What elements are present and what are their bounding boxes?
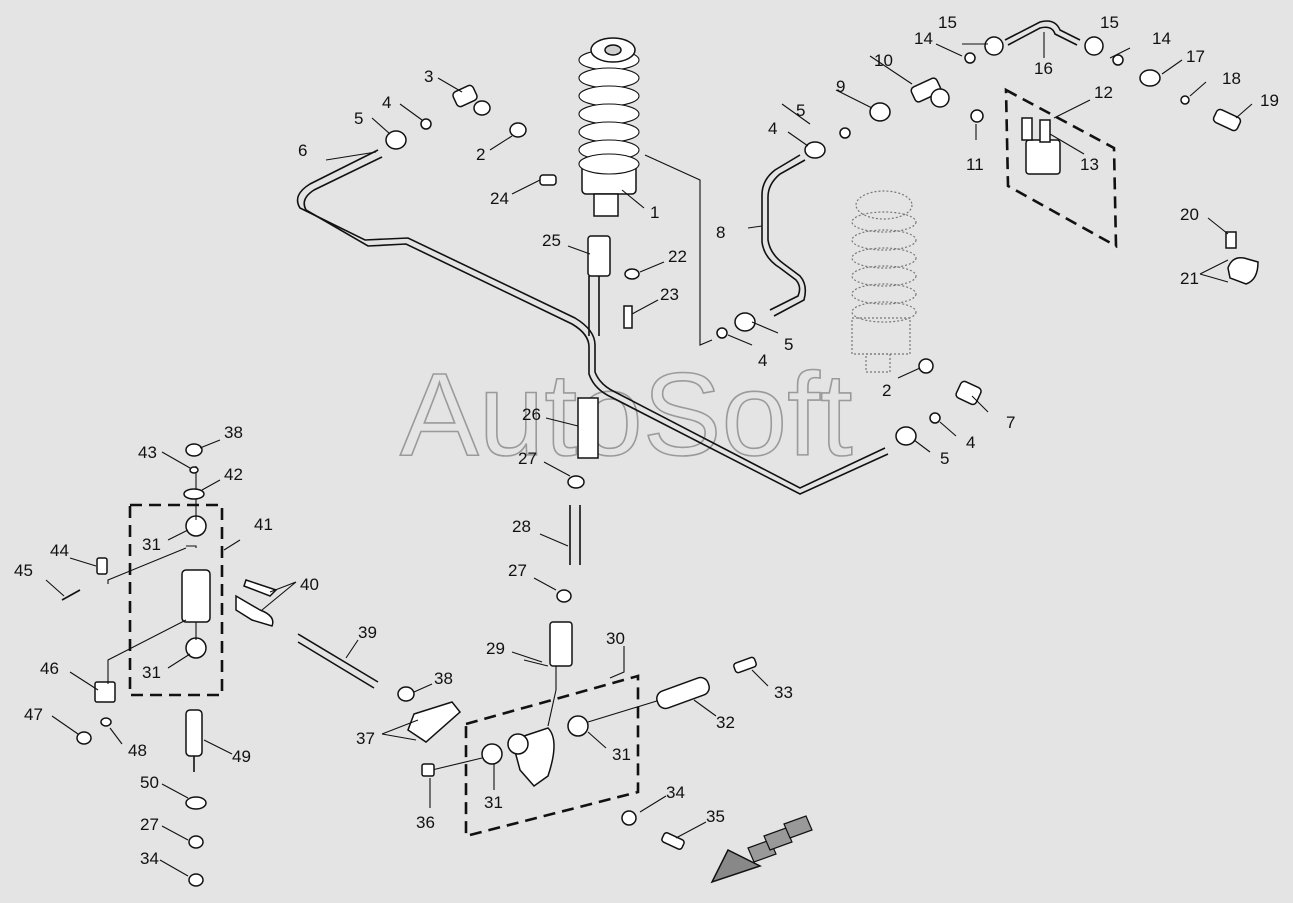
callout-16: 16: [1034, 59, 1053, 78]
watermark: AutoSoft: [400, 349, 853, 481]
fittings-lower-right: [895, 358, 982, 446]
callout-40: 40: [300, 575, 319, 594]
callout-12: 12: [1094, 83, 1113, 102]
callout-11: 11: [966, 155, 984, 174]
bracket-41-box: [128, 466, 224, 697]
callout-36: 36: [416, 813, 435, 832]
callout-19: 19: [1260, 91, 1279, 110]
callout-31d: 31: [612, 745, 631, 764]
callout-4c: 4: [758, 351, 767, 370]
callout-44: 44: [50, 541, 69, 560]
callout-26: 26: [522, 405, 541, 424]
callout-30: 30: [606, 629, 625, 648]
callout-22: 22: [668, 247, 687, 266]
callout-23: 23: [660, 285, 679, 304]
direction-arrow: [710, 815, 813, 884]
callout-3: 3: [424, 67, 433, 86]
callout-14b: 14: [1152, 29, 1171, 48]
callout-6: 6: [298, 141, 307, 160]
spring-1-ghost: [851, 190, 917, 373]
callout-20: 20: [1180, 205, 1199, 224]
callout-49: 49: [232, 747, 251, 766]
callout-28: 28: [512, 517, 531, 536]
callout-34b: 34: [140, 849, 159, 868]
clamp-21: [1225, 231, 1259, 285]
lever-30-box: [431, 674, 661, 838]
callout-7: 7: [1006, 413, 1015, 432]
callout-43: 43: [138, 443, 157, 462]
callout-4b: 4: [768, 119, 777, 138]
callout-2: 2: [476, 145, 485, 164]
callout-2b: 2: [882, 381, 891, 400]
callout-17: 17: [1186, 47, 1205, 66]
callout-4d: 4: [966, 433, 975, 452]
callout-50: 50: [140, 773, 159, 792]
leader-lines: [45, 32, 1253, 877]
callout-45: 45: [14, 561, 33, 580]
left-column-parts: [61, 443, 278, 887]
callout-10: 10: [874, 51, 893, 70]
callout-8: 8: [716, 223, 725, 242]
callout-15a: 15: [938, 13, 957, 32]
callout-37: 37: [356, 729, 375, 748]
callout-18: 18: [1222, 69, 1241, 88]
callout-42: 42: [224, 465, 243, 484]
callout-9: 9: [836, 77, 845, 96]
callout-4: 4: [382, 93, 391, 112]
callout-38a: 38: [224, 423, 243, 442]
callout-27b: 27: [508, 561, 527, 580]
callout-5b: 5: [796, 101, 805, 120]
stud-39: [297, 633, 379, 689]
callout-15b: 15: [1100, 13, 1119, 32]
callout-5d: 5: [940, 449, 949, 468]
callout-27c: 27: [140, 815, 159, 834]
callout-25: 25: [542, 231, 561, 250]
callout-31c: 31: [484, 793, 503, 812]
callout-31b: 31: [142, 663, 161, 682]
valve-13-box: [1004, 87, 1118, 249]
callouts: 3 4 5 2 6 24 1 25 22 23 26 27 28 27 29 3…: [14, 13, 1279, 868]
callout-14a: 14: [914, 29, 933, 48]
callout-5c: 5: [784, 335, 793, 354]
spring-1: [578, 37, 640, 217]
fittings-top-right: [910, 20, 1242, 132]
callout-5: 5: [354, 109, 363, 128]
pipe-8: [716, 102, 891, 339]
callout-48: 48: [128, 741, 147, 760]
callout-47: 47: [24, 705, 43, 724]
callout-33: 33: [774, 683, 793, 702]
callout-13: 13: [1080, 155, 1099, 174]
callout-34a: 34: [666, 783, 685, 802]
callout-27a: 27: [518, 449, 537, 468]
bottom-parts: [397, 656, 757, 850]
callout-29: 29: [486, 639, 505, 658]
rod-assembly: [549, 235, 640, 667]
fittings-top-left: [385, 84, 557, 186]
callout-24: 24: [490, 189, 509, 208]
callout-21: 21: [1180, 269, 1199, 288]
callout-32: 32: [716, 713, 735, 732]
callout-46: 46: [40, 659, 59, 678]
callout-38b: 38: [434, 669, 453, 688]
callout-31a: 31: [142, 535, 161, 554]
callout-39: 39: [358, 623, 377, 642]
callout-1: 1: [650, 203, 659, 222]
callout-41: 41: [254, 515, 273, 534]
callout-35: 35: [706, 807, 725, 826]
